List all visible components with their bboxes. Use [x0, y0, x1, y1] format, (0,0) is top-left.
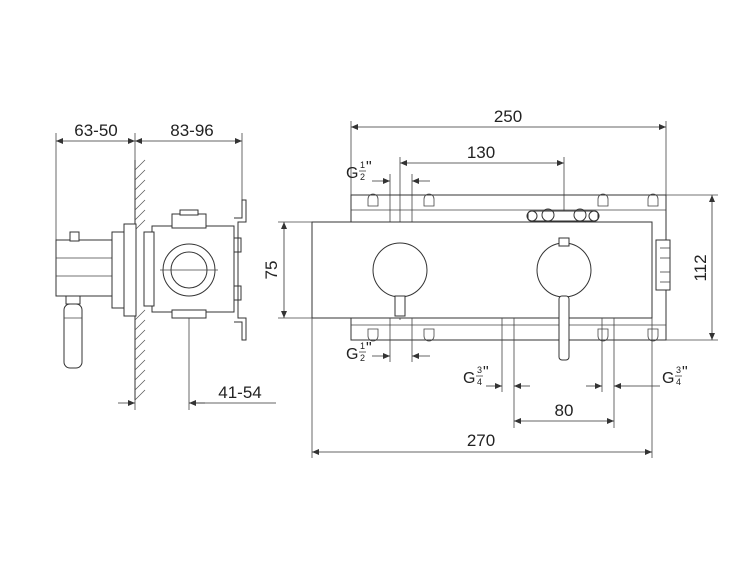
mounting-bracket — [234, 199, 247, 341]
side-view: 63-50 83-96 — [55, 121, 276, 410]
svg-text:": " — [682, 364, 688, 381]
svg-text:3: 3 — [676, 365, 681, 375]
lever-joint — [65, 295, 81, 305]
svg-text:": " — [366, 340, 372, 357]
dim-body-depth-label: 63-50 — [74, 121, 117, 140]
dim-plate-height-label: 112 — [691, 254, 710, 281]
svg-text:G: G — [662, 370, 674, 387]
thread-label-outlet-right: G 3 4 " — [662, 364, 688, 387]
handle-right-lever — [558, 295, 570, 361]
cover-plate — [311, 221, 653, 319]
svg-text:": " — [366, 159, 372, 176]
svg-text:3: 3 — [477, 365, 482, 375]
valve-body — [151, 225, 235, 313]
top-valve-nut — [527, 210, 599, 222]
valve-top-cap — [179, 209, 199, 216]
valve-top-nut — [171, 213, 207, 229]
valve-bottom-nut — [171, 309, 207, 319]
dim-wall-range-label: 83-96 — [170, 121, 213, 140]
svg-text:G: G — [346, 165, 358, 182]
wall-hatching — [134, 159, 146, 401]
svg-text:1: 1 — [360, 160, 365, 170]
lever-handle — [63, 303, 83, 369]
svg-text:1: 1 — [360, 341, 365, 351]
svg-text:4: 4 — [676, 377, 681, 387]
handle-pin — [69, 231, 80, 242]
right-side-port — [655, 239, 671, 291]
handle-body — [55, 239, 113, 297]
svg-text:2: 2 — [360, 172, 365, 182]
handle-left-lever — [394, 295, 406, 317]
svg-text:G: G — [346, 346, 358, 363]
thread-label-outlet-left: G 3 4 " — [463, 364, 489, 387]
rosette-back — [123, 223, 137, 317]
front-view: 250 130 G 1 2 " — [262, 107, 718, 458]
thread-label-inlet-top: G 1 2 " — [346, 159, 372, 182]
svg-text:4: 4 — [477, 377, 482, 387]
dim-bottom-label: 41-54 — [218, 383, 261, 402]
svg-text:G: G — [463, 370, 475, 387]
dim-outlet-spacing-label: 80 — [555, 401, 574, 420]
thread-label-inlet-bottom: G 1 2 " — [346, 340, 372, 363]
valve-flange — [143, 231, 155, 307]
dim-height-label: 75 — [262, 261, 281, 280]
handle-right-pin — [558, 237, 570, 247]
rosette — [111, 231, 125, 309]
plate-slots — [367, 193, 659, 342]
svg-text:2: 2 — [360, 353, 365, 363]
dim-spindle-spacing-label: 130 — [467, 143, 495, 162]
dim-plate-width-label: 250 — [494, 107, 522, 126]
dim-total-width-label: 270 — [467, 431, 495, 450]
svg-text:": " — [483, 364, 489, 381]
